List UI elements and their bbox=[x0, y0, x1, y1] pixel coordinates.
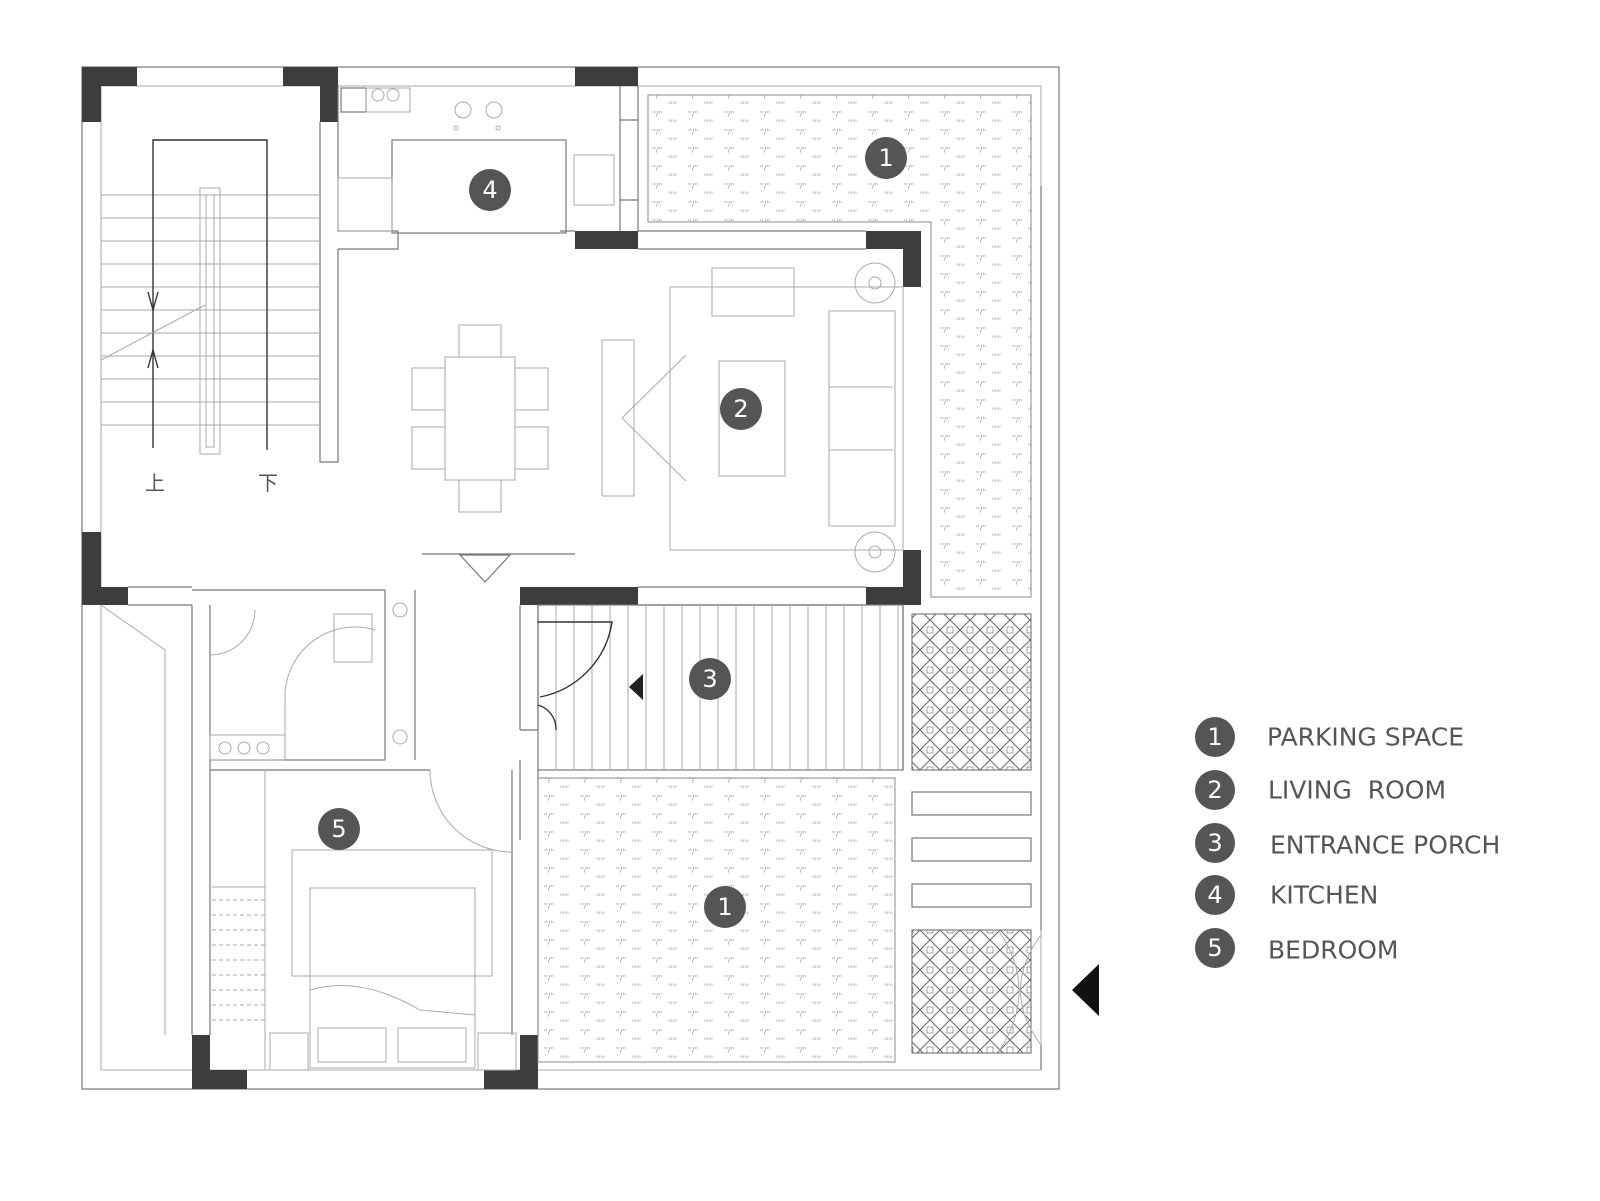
living-room-furniture bbox=[422, 262, 904, 583]
legend-item: 5 BEDROOM bbox=[1195, 928, 1399, 968]
tile-area-lower bbox=[911, 929, 1032, 1054]
kitchen-fixtures bbox=[337, 87, 615, 234]
room-marker: 1 bbox=[865, 137, 907, 179]
svg-text:4: 4 bbox=[1207, 881, 1222, 909]
room-markers: 1 2 3 4 5 1 bbox=[318, 137, 907, 928]
room-marker: 1 bbox=[704, 886, 746, 928]
svg-text:LIVING ROOM: LIVING ROOM bbox=[1268, 776, 1446, 805]
room-marker: 5 bbox=[318, 808, 360, 850]
columns bbox=[82, 67, 921, 1089]
svg-text:5: 5 bbox=[331, 815, 346, 843]
legend-item: 2 LIVING ROOM bbox=[1195, 770, 1446, 810]
room-marker: 3 bbox=[689, 658, 731, 700]
room-marker: 2 bbox=[720, 388, 762, 430]
svg-text:ENTRANCE PORCH: ENTRANCE PORCH bbox=[1270, 831, 1500, 860]
svg-text:2: 2 bbox=[733, 395, 748, 423]
legend-item: 1 PARKING SPACE bbox=[1195, 717, 1464, 757]
main-entrance-arrow-icon bbox=[1072, 964, 1099, 1016]
svg-text:PARKING SPACE: PARKING SPACE bbox=[1267, 723, 1464, 752]
legend: 1 PARKING SPACE 2 LIVING ROOM 3 ENTRANCE PO… bbox=[1195, 717, 1500, 968]
svg-text:2: 2 bbox=[1207, 776, 1222, 804]
svg-text:1: 1 bbox=[1207, 723, 1222, 751]
entrance-porch bbox=[537, 604, 904, 771]
svg-text:1: 1 bbox=[717, 893, 732, 921]
svg-text:BEDROOM: BEDROOM bbox=[1268, 936, 1399, 965]
staircase: 上 下 bbox=[100, 139, 320, 495]
legend-item: 3 ENTRANCE PORCH bbox=[1195, 823, 1500, 863]
parking-bars bbox=[911, 791, 1032, 908]
stair-up-label: 上 bbox=[145, 471, 165, 495]
svg-text:4: 4 bbox=[482, 176, 497, 204]
tile-area-upper bbox=[911, 613, 1032, 771]
svg-text:KITCHEN: KITCHEN bbox=[1270, 881, 1378, 910]
svg-text:1: 1 bbox=[878, 144, 893, 172]
stair-down-label: 下 bbox=[258, 471, 278, 495]
legend-item: 4 KITCHEN bbox=[1195, 875, 1378, 915]
room-marker: 4 bbox=[469, 169, 511, 211]
porch-entry-arrow-icon bbox=[629, 674, 643, 700]
bedroom-furniture bbox=[100, 604, 517, 1071]
bathroom-fixtures bbox=[209, 602, 408, 761]
svg-text:5: 5 bbox=[1207, 934, 1222, 962]
parking-area-top bbox=[647, 94, 1032, 598]
svg-text:3: 3 bbox=[1207, 829, 1222, 857]
svg-text:3: 3 bbox=[702, 665, 717, 693]
dining-table bbox=[411, 324, 549, 513]
